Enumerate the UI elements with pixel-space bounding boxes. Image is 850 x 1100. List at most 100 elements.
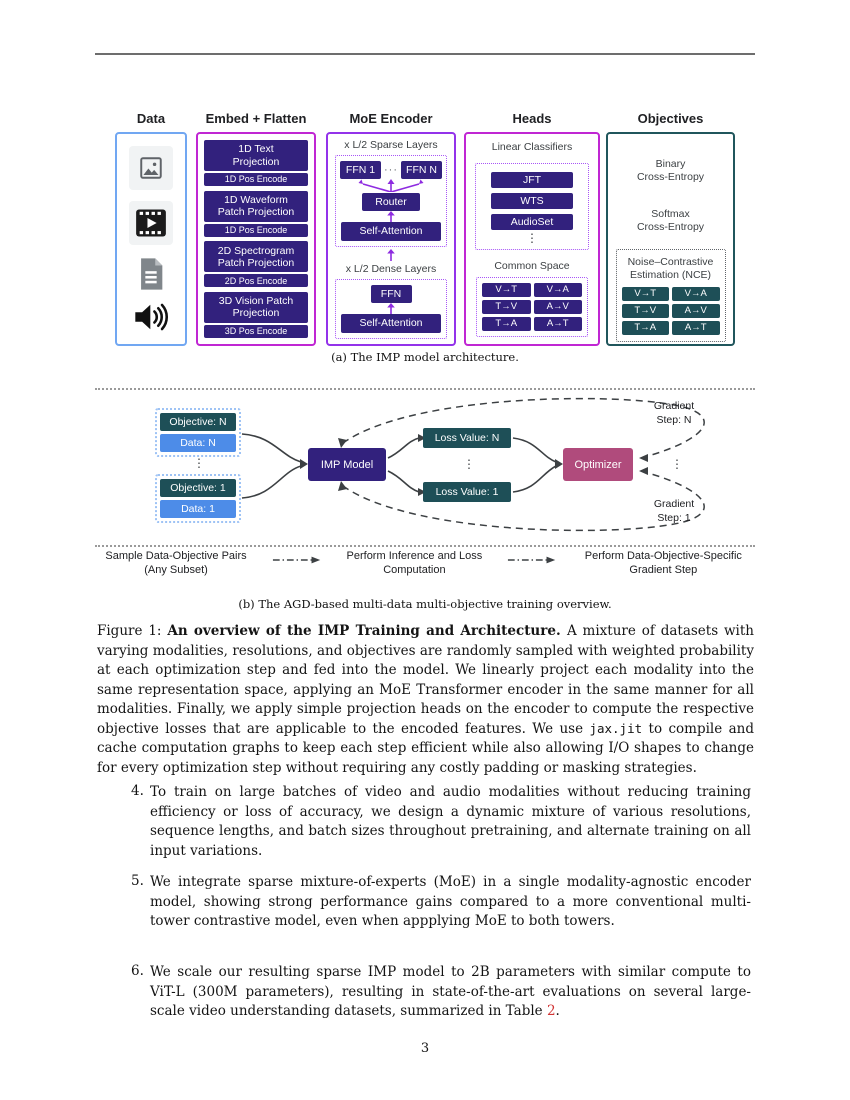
column-title-embed: Embed + Flatten bbox=[205, 111, 307, 126]
embed-group: 3D Vision Patch Projection 3D Pos Encode bbox=[204, 291, 308, 338]
column-title-moe: MoE Encoder bbox=[349, 111, 433, 126]
vertical-dots: ⋮ bbox=[671, 457, 683, 471]
column-title-objectives: Objectives bbox=[637, 111, 704, 126]
caption-body: A mixture of datasets with varying modal… bbox=[97, 623, 754, 737]
expert-row: FFN 1 ··· FFN N bbox=[340, 160, 442, 179]
ffn-1-box: FFN 1 bbox=[340, 160, 381, 179]
list-item-5: 5. We integrate sparse mixture-of-expert… bbox=[131, 873, 751, 932]
code-jax-jit: jax.jit bbox=[589, 720, 643, 736]
speaker-icon bbox=[133, 302, 169, 332]
pair-box: V→T bbox=[621, 286, 669, 301]
legend-step-2: Perform Inference and Loss Computation bbox=[346, 550, 483, 577]
data-column bbox=[115, 132, 187, 346]
figure-1b-caption: (b) The AGD-based multi-data multi-objec… bbox=[238, 597, 612, 611]
embed-flatten-column: 1D Text Projection 1D Pos Encode 1D Wave… bbox=[196, 132, 316, 346]
self-attention-box: Self-Attention bbox=[341, 221, 441, 241]
arrow-up-icon bbox=[387, 249, 395, 261]
figure-1-caption: Figure 1: An overview of the IMP Trainin… bbox=[97, 622, 754, 779]
dense-layers-label: x L/2 Dense Layers bbox=[345, 263, 437, 276]
router-box: Router bbox=[362, 192, 420, 211]
common-space-label: Common Space bbox=[494, 259, 570, 272]
video-icon bbox=[129, 201, 173, 246]
gradient-step-n-label: Gradient Step: N bbox=[653, 400, 695, 426]
linear-classifiers-label: Linear Classifiers bbox=[491, 141, 573, 153]
projection-box: 1D Text Projection bbox=[204, 140, 308, 171]
figure-title-bold: An overview of the IMP Training and Arch… bbox=[167, 623, 567, 639]
dash-dot-arrow-icon bbox=[507, 556, 555, 564]
ellipsis-dots: ··· bbox=[384, 163, 398, 176]
loss-value-n-box: Loss Value: N bbox=[423, 428, 511, 448]
common-space-group: V→T V→A T→V A→V T→A A→T bbox=[476, 276, 588, 337]
dotted-divider bbox=[95, 545, 755, 547]
arrow-up-icon bbox=[387, 303, 395, 314]
nce-group: Noise–Contrastive Estimation (NCE) V→T V… bbox=[615, 248, 726, 342]
linear-classifiers-group: JFT WTS AudioSet ⋮ bbox=[475, 163, 589, 251]
column-title-data: Data bbox=[136, 111, 166, 126]
item-number: 4. bbox=[131, 783, 144, 799]
item-text-suffix: . bbox=[555, 1003, 560, 1020]
objectives-column: Binary Cross-Entropy Softmax Cross-Entro… bbox=[606, 132, 735, 346]
nce-label: Noise–Contrastive Estimation (NCE) bbox=[627, 255, 714, 281]
moe-encoder-column: x L/2 Sparse Layers FFN 1 ··· FFN N Rout… bbox=[326, 132, 456, 346]
flow-arrows-icon bbox=[241, 397, 705, 532]
pair-box: A→V bbox=[533, 299, 582, 314]
data-1-box: Data: 1 bbox=[160, 500, 236, 518]
image-icon bbox=[129, 145, 173, 190]
training-steps-legend: Sample Data-Objective Pairs (Any Subset)… bbox=[95, 549, 755, 578]
wts-box: WTS bbox=[491, 192, 573, 209]
self-attention-box: Self-Attention bbox=[341, 314, 441, 333]
optimizer-box: Optimizer bbox=[563, 448, 633, 481]
pair-box: T→V bbox=[621, 303, 669, 318]
pair-box: V→A bbox=[672, 286, 720, 301]
dense-layers-group: FFN Self-Attention bbox=[335, 279, 447, 339]
list-item-4: 4. To train on large batches of video an… bbox=[131, 783, 751, 861]
heads-column: Linear Classifiers JFT WTS AudioSet ⋮ Co… bbox=[464, 132, 600, 346]
legend-step-3: Perform Data-Objective-Specific Gradient… bbox=[584, 550, 742, 577]
table-2-reference-link[interactable]: 2 bbox=[546, 1003, 556, 1020]
pair-box: T→V bbox=[482, 299, 531, 314]
embed-group: 1D Waveform Patch Projection 1D Pos Enco… bbox=[204, 190, 308, 237]
audioset-box: AudioSet bbox=[491, 213, 573, 230]
item-number: 5. bbox=[131, 873, 144, 889]
figure-1b: Objective: N Data: N ⋮ Objective: 1 Data… bbox=[95, 388, 755, 545]
objective-n-box: Objective: N bbox=[160, 413, 236, 431]
objective-1-box: Objective: 1 bbox=[160, 479, 236, 497]
pair-box: V→A bbox=[533, 282, 582, 297]
pos-encode-box: 2D Pos Encode bbox=[204, 274, 308, 288]
projection-box: 2D Spectrogram Patch Projection bbox=[204, 241, 308, 273]
jft-box: JFT bbox=[491, 171, 573, 188]
item-text: To train on large batches of video and a… bbox=[150, 784, 751, 859]
dash-dot-arrow-icon bbox=[273, 556, 321, 564]
figure-1a: Data Embed + Flatten MoE Encoder Heads O… bbox=[113, 111, 739, 363]
embed-group: 2D Spectrogram Patch Projection 2D Pos E… bbox=[204, 241, 308, 288]
gradient-step-1-label: Gradient Step: 1 bbox=[653, 498, 695, 524]
objective-data-pair-n: Objective: N Data: N bbox=[155, 408, 241, 457]
projection-box: 1D Waveform Patch Projection bbox=[204, 190, 308, 222]
page-number: 3 bbox=[420, 1041, 430, 1056]
vertical-dots: ⋮ bbox=[463, 457, 475, 471]
pair-box: T→A bbox=[621, 320, 669, 335]
vertical-dots: ⋮ bbox=[193, 456, 205, 470]
binary-ce-label: Binary Cross-Entropy bbox=[636, 158, 705, 184]
sparse-layers-label: x L/2 Sparse Layers bbox=[344, 139, 438, 151]
imp-model-box: IMP Model bbox=[308, 448, 386, 481]
header-rule bbox=[95, 53, 755, 55]
ffn-n-box: FFN N bbox=[401, 160, 442, 179]
embed-group: 1D Text Projection 1D Pos Encode bbox=[204, 140, 308, 186]
pair-box: A→V bbox=[672, 303, 720, 318]
softmax-ce-label: Softmax Cross-Entropy bbox=[636, 208, 705, 234]
loss-value-1-box: Loss Value: 1 bbox=[423, 482, 511, 502]
router-fanout-arrows-icon bbox=[358, 178, 424, 192]
projection-box: 3D Vision Patch Projection bbox=[204, 291, 308, 323]
item-text: We scale our resulting sparse IMP model … bbox=[150, 963, 751, 1022]
arrow-up-icon bbox=[387, 210, 395, 222]
caption-body: to compile and cache computation graphs … bbox=[97, 720, 754, 776]
pair-box: T→A bbox=[482, 316, 531, 331]
pair-box: A→T bbox=[672, 320, 720, 335]
vertical-dots: ⋮ bbox=[526, 231, 538, 246]
pos-encode-box: 3D Pos Encode bbox=[204, 324, 308, 338]
column-title-heads: Heads bbox=[512, 111, 552, 126]
pos-encode-box: 1D Pos Encode bbox=[204, 173, 308, 186]
item-text: We integrate sparse mixture-of-experts (… bbox=[150, 874, 751, 930]
